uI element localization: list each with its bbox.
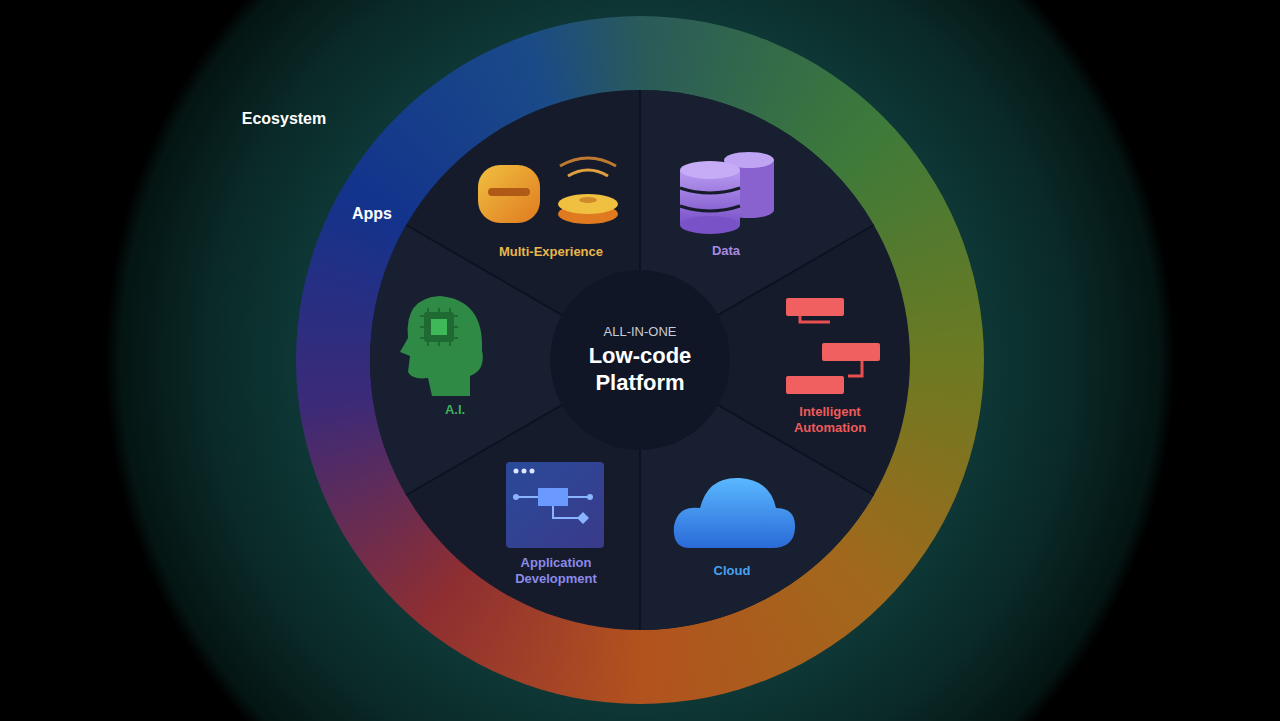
node-label: Ecosystem bbox=[242, 110, 327, 128]
flowchart-icon bbox=[786, 298, 880, 394]
node-label: Cloud bbox=[682, 563, 782, 579]
node-label: Data bbox=[676, 243, 776, 259]
node-label: Application Development bbox=[501, 555, 611, 587]
capability-segment: Application Development bbox=[501, 555, 611, 587]
inner-disc bbox=[370, 90, 910, 630]
node-label: Multi-Experience bbox=[481, 244, 621, 260]
node-label: ALL-IN-ONE bbox=[604, 324, 677, 340]
capability-segment: A.I. bbox=[405, 402, 505, 418]
ai-head-icon bbox=[400, 296, 483, 396]
headset-icon bbox=[478, 158, 618, 224]
capability-segment: Intelligent Automation bbox=[775, 404, 885, 436]
cloud-icon bbox=[674, 478, 795, 548]
node-label: A.I. bbox=[405, 402, 505, 418]
apps-ring: AppsALL-IN-ONE Low-code Platform Multi-Exp… bbox=[296, 16, 984, 704]
node-label: Apps bbox=[352, 205, 392, 223]
node-label: Intelligent Automation bbox=[775, 404, 885, 436]
ecosystem-glow bbox=[105, 0, 1175, 721]
capability-segment: Data bbox=[676, 243, 776, 259]
platform-core: ALL-IN-ONE Low-code Platform bbox=[552, 272, 728, 448]
app-window-icon bbox=[506, 462, 604, 548]
node-label: Low-code Platform bbox=[565, 343, 715, 396]
capability-segment: Cloud bbox=[682, 563, 782, 579]
center-disc bbox=[550, 270, 730, 450]
database-icon bbox=[680, 152, 774, 234]
ecosystem-region: EcosystemAppsALL-IN-ONE Low-code Platform… bbox=[110, 0, 1170, 721]
capability-segment: Multi-Experience bbox=[481, 244, 621, 260]
